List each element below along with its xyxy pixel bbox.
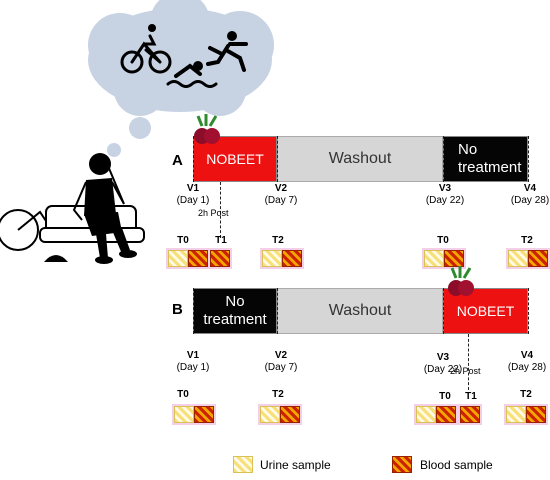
tired-athlete-illustration <box>0 153 145 264</box>
panel-b-post-label: 2h Post <box>450 366 481 376</box>
urine-sample-icon <box>416 406 436 423</box>
panel-a-tp-t2-b: T2 <box>521 235 533 246</box>
urine-sample-icon <box>508 250 528 267</box>
thought-bubble <box>88 0 274 157</box>
phase-label: No treatment <box>458 141 522 176</box>
urine-sample-icon <box>174 406 194 423</box>
panel-b-tp-t0: T0 <box>177 389 189 400</box>
panel-a-post-label: 2h Post <box>198 208 229 218</box>
legend-urine-label: Urine sample <box>260 458 331 472</box>
blood-sample-icon <box>444 250 464 267</box>
panel-b-tp-t1: T1 <box>465 391 477 402</box>
panel-b-label: B <box>172 301 183 318</box>
blood-sample-icon <box>194 406 214 423</box>
panel-b-visit-4: V4(Day 28) <box>507 350 547 373</box>
beetroot-icon <box>194 114 220 144</box>
panel-a-visit-3: V3(Day 22) <box>425 183 465 206</box>
urine-sample-icon <box>424 250 444 267</box>
panel-b-tp-t0-b: T0 <box>439 391 451 402</box>
beetroot-icon <box>448 266 474 296</box>
urine-sample-icon <box>506 406 526 423</box>
panel-a-phase-no-treatment: No treatment <box>443 136 528 182</box>
urine-sample-icon <box>168 250 188 267</box>
blood-sample-icon <box>282 250 302 267</box>
panel-b-phase-no-treatment: No treatment <box>193 288 277 334</box>
panel-a-visit-2: V2(Day 7) <box>264 183 298 206</box>
panel-a-tp-t2: T2 <box>272 235 284 246</box>
swimmer-icon <box>166 61 218 88</box>
panel-b-phase-washout: Washout <box>277 288 443 334</box>
panel-b-visit-3: V3(Day 22) <box>423 352 463 375</box>
blood-sample-icon <box>526 406 546 423</box>
blood-sample-icon <box>460 406 480 423</box>
panel-a-tp-t0: T0 <box>177 235 189 246</box>
legend-blood-icon <box>392 456 412 473</box>
panel-b-visit-2: V2(Day 7) <box>264 350 298 373</box>
blood-sample-icon <box>210 250 230 267</box>
blood-sample-icon <box>528 250 548 267</box>
panel-b-tp-t2-b: T2 <box>520 389 532 400</box>
phase-label: No treatment <box>203 293 267 328</box>
cyclist-icon <box>120 24 172 74</box>
panel-a-tp-t0-b: T0 <box>437 235 449 246</box>
blood-sample-icon <box>280 406 300 423</box>
panel-a-visit-4: V4(Day 28) <box>510 183 550 206</box>
urine-sample-icon <box>260 406 280 423</box>
legend-blood-label: Blood sample <box>420 458 493 472</box>
panel-a-label: A <box>172 152 183 169</box>
blood-sample-icon <box>188 250 208 267</box>
panel-a-phase-washout: Washout <box>277 136 443 182</box>
legend-urine-icon <box>233 456 253 473</box>
panel-a-phase-nobeet: NOBEET <box>193 136 277 182</box>
panel-a-tp-t1: T1 <box>215 235 227 246</box>
panel-b-tp-t2: T2 <box>272 389 284 400</box>
panel-b-visit-1: V1(Day 1) <box>176 350 210 373</box>
panel-a-visit-1: V1(Day 1) <box>176 183 210 206</box>
urine-sample-icon <box>262 250 282 267</box>
runner-icon <box>206 31 248 72</box>
blood-sample-icon <box>436 406 456 423</box>
